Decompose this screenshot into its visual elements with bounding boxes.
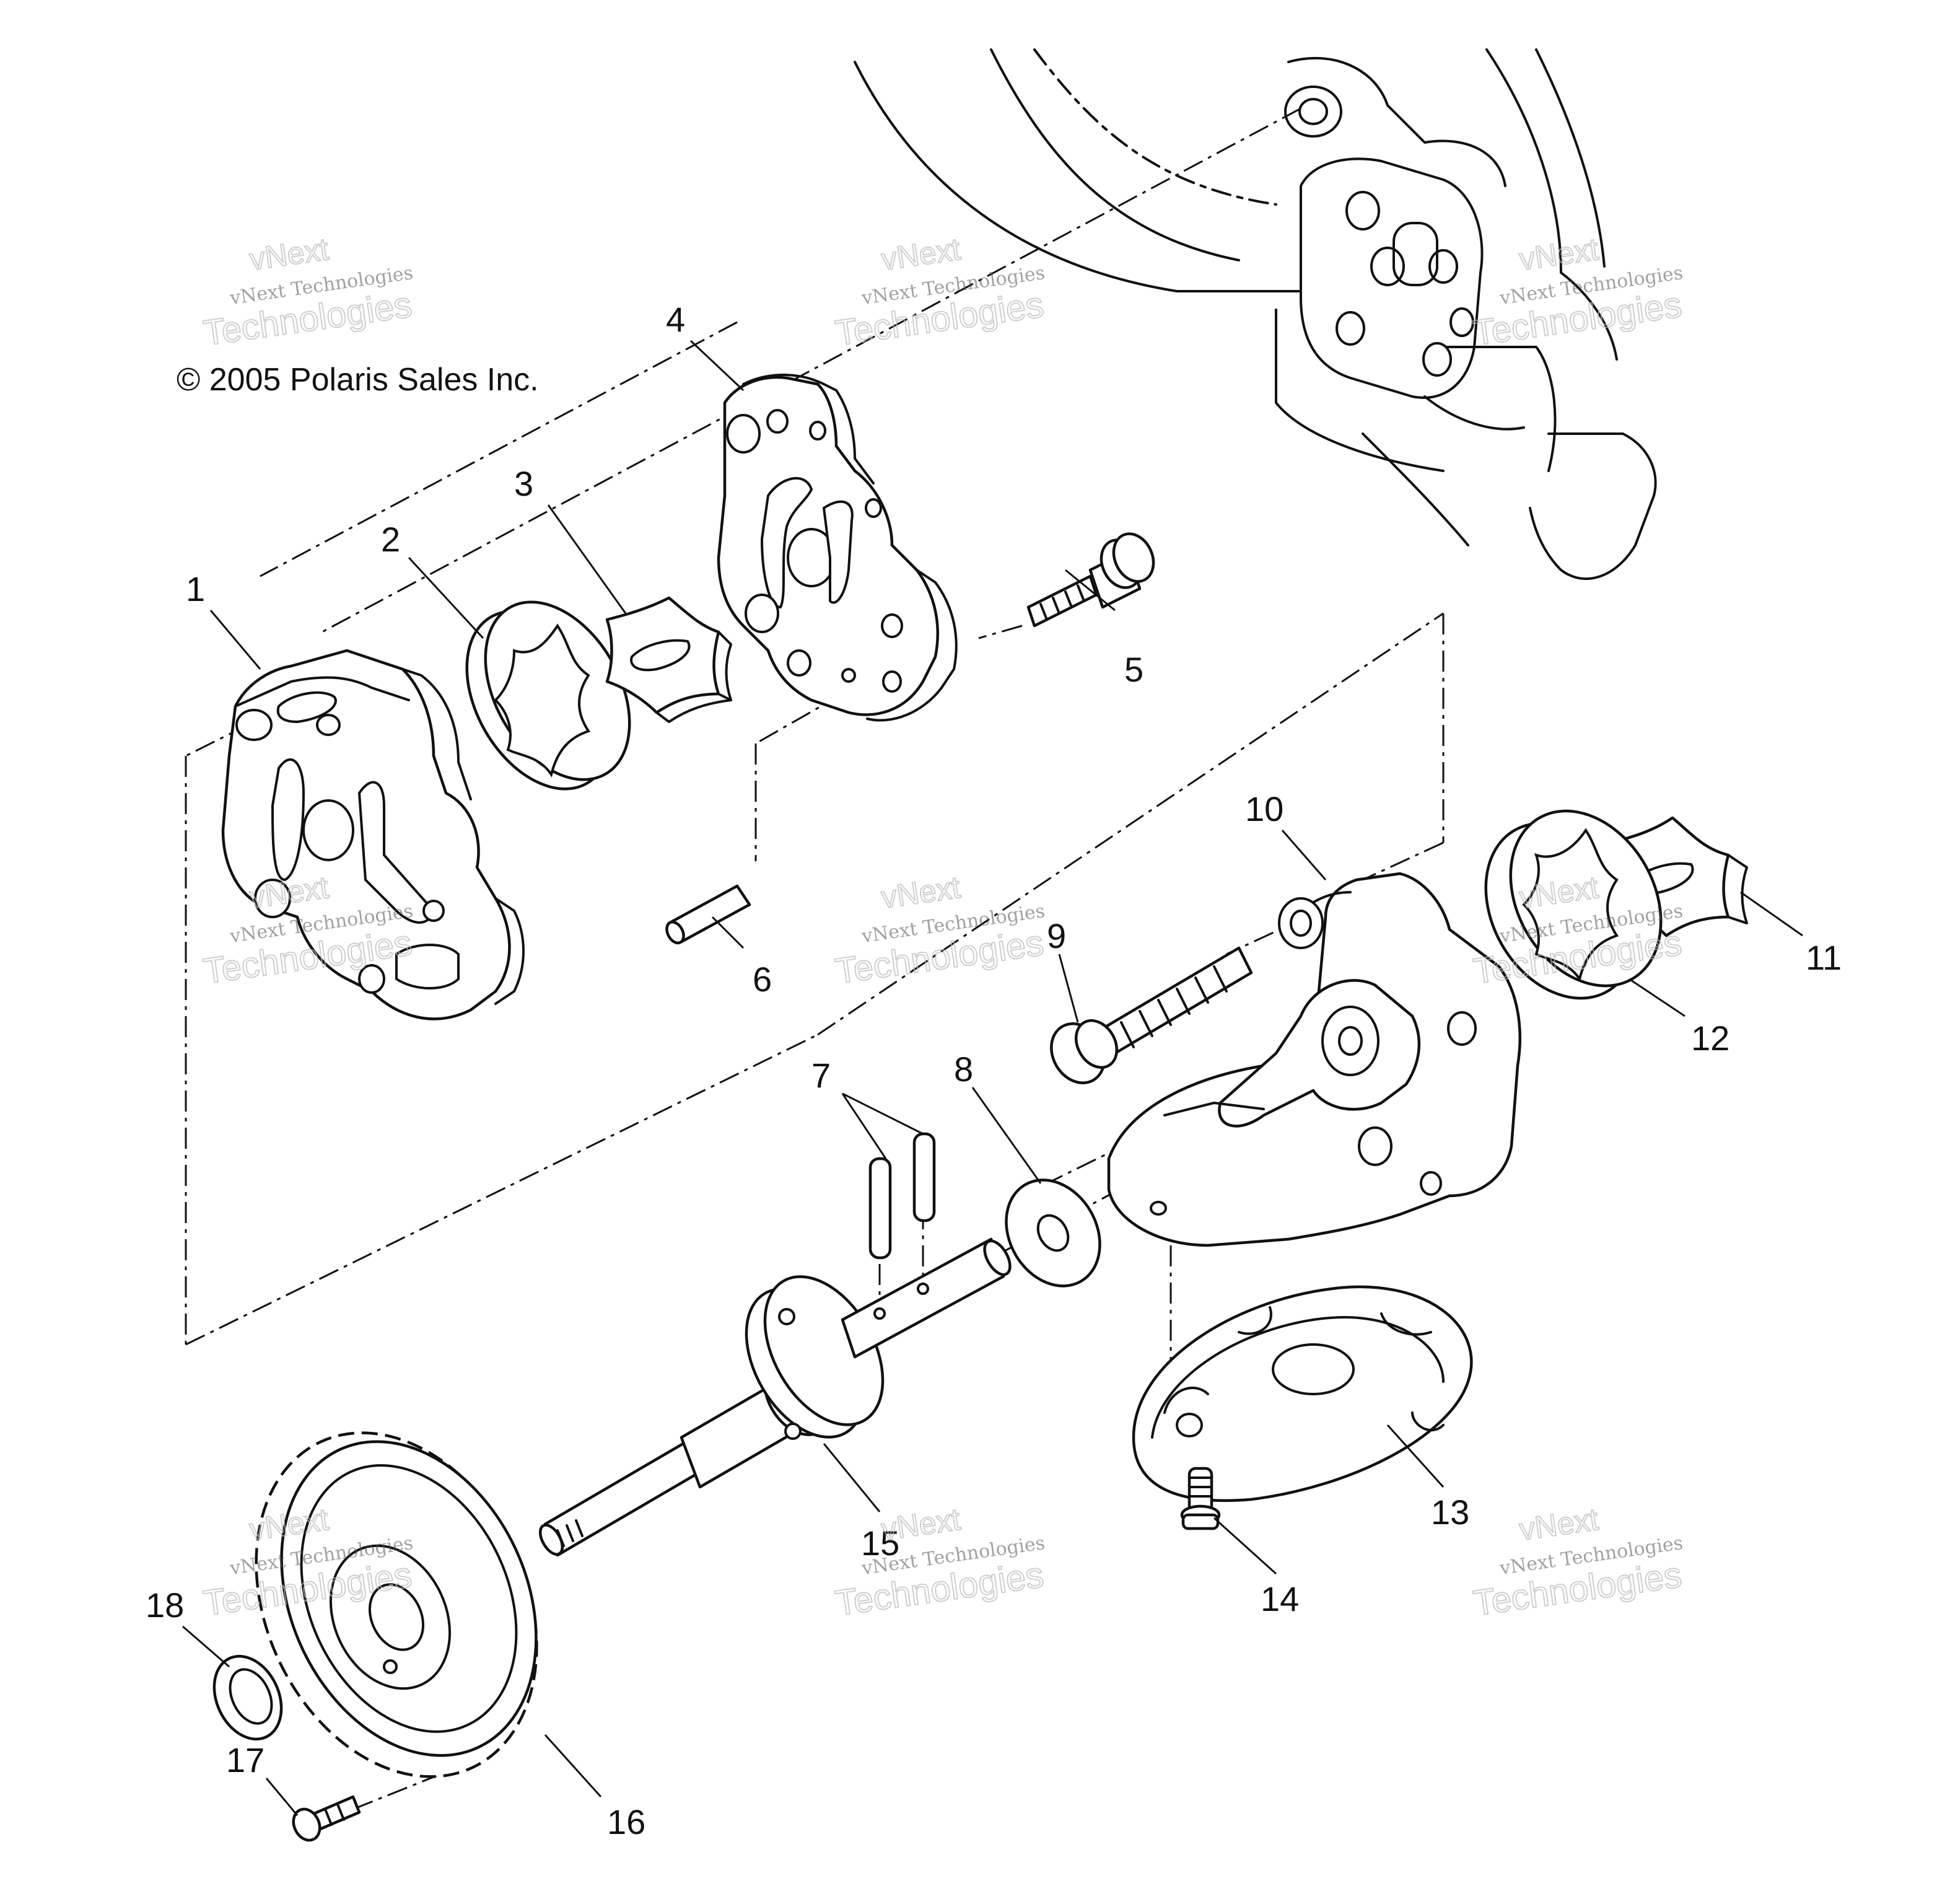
callout-5: 5 (1124, 650, 1143, 689)
callout-4: 4 (666, 300, 685, 339)
callout-16: 16 (607, 1802, 645, 1841)
svg-text:vNext: vNext (1517, 232, 1600, 277)
watermark-5: vNext vNext Technologies Technologies (832, 869, 1046, 993)
part-17-screw (292, 1795, 361, 1842)
part-7-pins (868, 1132, 936, 1260)
callout-15: 15 (861, 1524, 899, 1563)
part-8-washer (1005, 1178, 1101, 1288)
part-2-outer-rotor (465, 600, 631, 791)
callout-8: 8 (954, 1050, 973, 1089)
callout-3: 3 (514, 464, 533, 503)
callout-1: 1 (186, 569, 205, 608)
callout-numbers: 1 2 3 4 5 6 7 8 9 10 11 12 13 14 15 16 1… (146, 300, 1842, 1841)
part-4-pump-plate (717, 374, 958, 722)
part-3-inner-rotor (605, 596, 732, 723)
part-6-dowel-pin (665, 884, 751, 945)
part-12-outer-rotor (1484, 809, 1663, 1000)
part-5-bolt (1026, 532, 1155, 628)
watermark-vnext: vNext (247, 232, 330, 277)
part-18-seal-ring (212, 1654, 283, 1741)
callout-10: 10 (1245, 789, 1283, 828)
part-10-pump-housing (1107, 872, 1521, 1247)
callout-2: 2 (381, 520, 400, 559)
callout-14: 14 (1261, 1579, 1299, 1618)
part-1-pump-body (221, 649, 525, 1020)
part-16-drive-gear (255, 1431, 538, 1778)
part-13-strainer-plate (1132, 1285, 1473, 1503)
leader-lines (182, 340, 1803, 1816)
callout-6: 6 (753, 960, 772, 999)
svg-text:vNext: vNext (1517, 1502, 1600, 1547)
watermark-3: vNext vNext Technologies Technologies (1470, 231, 1684, 354)
watermark-1: vNext vNext Technologies Technologies (200, 231, 414, 354)
callout-9: 9 (1047, 916, 1066, 955)
engine-case (854, 48, 1657, 581)
copyright-text: © 2005 Polaris Sales Inc. (177, 362, 539, 398)
callout-18: 18 (146, 1586, 184, 1625)
watermark-2: vNext vNext Technologies Technologies (832, 231, 1046, 354)
callout-12: 12 (1691, 1019, 1729, 1058)
svg-text:vNext: vNext (879, 232, 962, 277)
callout-17: 17 (226, 1740, 265, 1779)
callout-11: 11 (1806, 938, 1842, 977)
callout-13: 13 (1431, 1493, 1469, 1532)
watermark-9: vNext vNext Technologies Technologies (1470, 1501, 1684, 1625)
part-14-screw (1180, 1467, 1221, 1530)
svg-text:vNext: vNext (879, 870, 962, 915)
part-15-shaft (538, 1237, 1012, 1557)
watermark-8: vNext vNext Technologies Technologies (832, 1501, 1046, 1625)
svg-text:vNext: vNext (879, 1502, 962, 1547)
part-9-long-bolt (1050, 946, 1253, 1084)
callout-7: 7 (811, 1056, 831, 1095)
